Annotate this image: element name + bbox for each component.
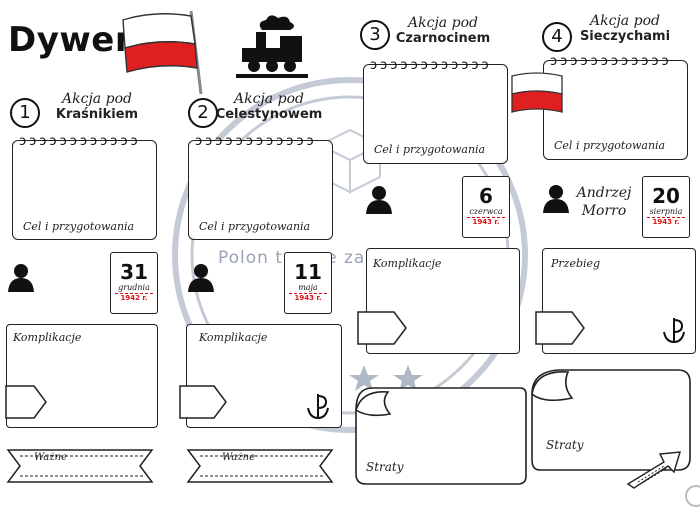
- complications-box[interactable]: Komplikacje: [6, 324, 158, 428]
- date-month: czerwca: [469, 207, 503, 216]
- spiral-binding: ↄↄↄↄↄↄↄↄↄↄↄↄ: [19, 134, 141, 149]
- date-year: 1943 r.: [289, 293, 327, 303]
- action-number: 4: [542, 22, 572, 52]
- date-calendar: 11 maja 1943 r.: [284, 252, 332, 314]
- date-month: sierpnia: [649, 207, 683, 216]
- action-prefix: Akcja pod: [234, 91, 304, 107]
- anchor-icon: [307, 394, 329, 420]
- date-day: 11: [294, 260, 322, 284]
- complications-label: Komplikacje: [373, 257, 442, 270]
- action-number: 1: [10, 98, 40, 128]
- date-year: 1942 r.: [115, 293, 153, 303]
- important-label: Ważne: [222, 452, 255, 463]
- action-heading: Akcja pod Sieczychami: [570, 13, 680, 45]
- person-icon: [543, 185, 569, 213]
- spiral-binding: ↄↄↄↄↄↄↄↄↄↄↄↄ: [195, 134, 317, 149]
- course-label: Przebieg: [551, 257, 601, 270]
- date-year: 1943 r.: [467, 217, 505, 227]
- losses-label: Straty: [366, 460, 404, 474]
- losses-label: Straty: [546, 438, 584, 452]
- date-calendar: 31 grudnia 1942 r.: [110, 252, 158, 314]
- arrow-icon: [626, 451, 681, 489]
- goal-label: Cel i przygotowania: [23, 220, 135, 233]
- complications-label: Komplikacje: [13, 331, 82, 344]
- goal-label: Cel i przygotowania: [554, 139, 666, 152]
- person-icon: [8, 264, 34, 292]
- goal-notepad[interactable]: ↄↄↄↄↄↄↄↄↄↄↄↄ Cel i przygotowania: [188, 134, 333, 240]
- spiral-binding: ↄↄↄↄↄↄↄↄↄↄↄↄ: [370, 58, 492, 73]
- date-calendar: 6 czerwca 1943 r.: [462, 176, 510, 238]
- date-month: maja: [298, 283, 318, 292]
- important-label: Ważne: [34, 452, 67, 463]
- person-icon: [188, 264, 214, 292]
- goal-notepad[interactable]: ↄↄↄↄↄↄↄↄↄↄↄↄ Cel i przygotowania: [12, 134, 157, 240]
- goal-notepad[interactable]: ↄↄↄↄↄↄↄↄↄↄↄↄ Cel i przygotowania: [543, 54, 688, 160]
- date-month: grudnia: [118, 283, 150, 292]
- person-icon: [366, 186, 392, 214]
- action-place: Celestynowem: [215, 107, 323, 122]
- important-banner: [186, 449, 334, 483]
- flag-icon: [511, 72, 563, 113]
- losses-scroll[interactable]: [528, 364, 696, 484]
- action-heading: Akcja pod Kraśnikiem: [42, 91, 152, 123]
- complications-label: Komplikacje: [199, 331, 268, 344]
- logo-icon: [685, 485, 700, 507]
- goal-label: Cel i przygotowania: [199, 220, 311, 233]
- action-number: 2: [188, 98, 218, 128]
- anchor-icon: [663, 318, 685, 344]
- date-day: 6: [479, 184, 493, 208]
- flag-icon: [122, 10, 203, 95]
- complications-box[interactable]: Komplikacje: [366, 248, 520, 354]
- action-prefix: Akcja pod: [62, 91, 132, 107]
- date-calendar: 20 sierpnia 1943 r.: [642, 176, 690, 238]
- goal-notepad[interactable]: ↄↄↄↄↄↄↄↄↄↄↄↄ Cel i przygotowania: [363, 58, 508, 164]
- goal-label: Cel i przygotowania: [374, 143, 486, 156]
- date-year: 1943 r.: [647, 217, 685, 227]
- action-prefix: Akcja pod: [408, 15, 478, 31]
- losses-scroll[interactable]: [350, 380, 530, 500]
- locomotive-icon: [236, 15, 308, 78]
- action-number: 3: [360, 20, 390, 50]
- action-heading: Akcja pod Czarnocinem: [388, 15, 498, 47]
- spiral-binding: ↄↄↄↄↄↄↄↄↄↄↄↄ: [550, 54, 672, 69]
- action-place: Kraśnikiem: [55, 107, 139, 122]
- action-prefix: Akcja pod: [590, 13, 660, 29]
- important-banner: [6, 449, 154, 483]
- action-place: Sieczychami: [579, 29, 671, 44]
- action-heading: Akcja pod Celestynowem: [214, 91, 324, 123]
- action-place: Czarnocinem: [395, 31, 491, 46]
- person-name: Andrzej Morro: [576, 185, 632, 219]
- date-day: 20: [652, 184, 680, 208]
- date-day: 31: [120, 260, 148, 284]
